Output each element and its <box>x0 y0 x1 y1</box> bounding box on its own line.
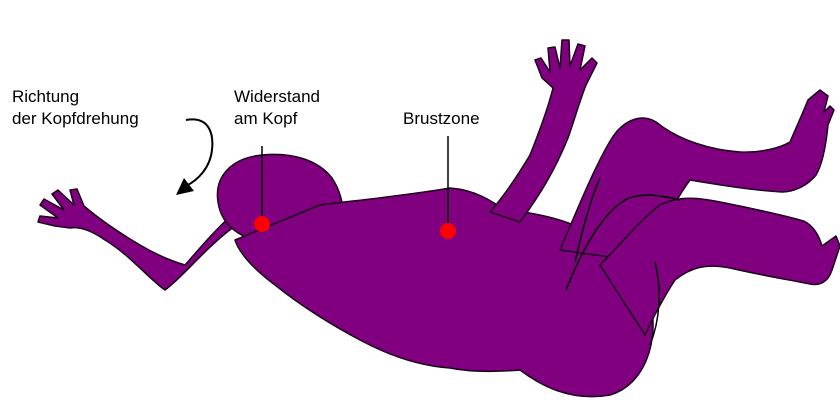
chest-zone-label: Brustzone <box>403 108 480 130</box>
chest-label-text: Brustzone <box>403 108 480 130</box>
left-arm <box>38 189 235 290</box>
head-label-line1: Widerstand <box>234 86 320 108</box>
head-label-line2: am Kopf <box>234 108 320 130</box>
head-resistance-point <box>254 216 270 232</box>
rotation-label-line2: der Kopfdrehung <box>12 108 139 130</box>
right-arm <box>490 40 597 222</box>
body-silhouette <box>38 40 840 397</box>
rotation-direction-label: Richtung der Kopfdrehung <box>12 86 139 130</box>
head-resistance-label: Widerstand am Kopf <box>234 86 320 130</box>
curved-arrow-icon <box>176 119 212 195</box>
rotation-label-line1: Richtung <box>12 86 139 108</box>
chest-zone-point <box>440 223 456 239</box>
